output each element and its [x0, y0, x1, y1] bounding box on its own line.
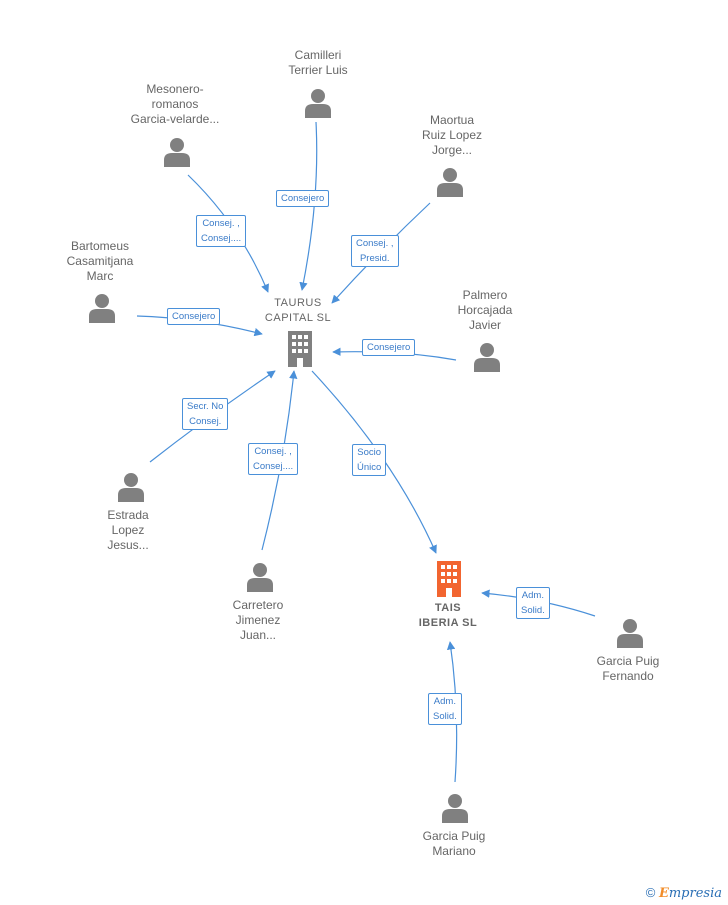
person-label-carretero[interactable]: Carretero Jimenez Juan... — [232, 598, 284, 642]
person-icon[interactable] — [437, 168, 463, 197]
brand-initial: E — [658, 886, 669, 901]
person-label-bartomeus[interactable]: Bartomeus Casamitjana Marc — [66, 239, 134, 283]
person-icon[interactable] — [442, 794, 468, 823]
building-icon[interactable] — [288, 331, 312, 367]
copyright-icon: © — [645, 885, 656, 900]
edge-label-estrada: Secr. No Consej. — [182, 398, 229, 430]
person-label-maortua[interactable]: Maortua Ruiz Lopez Jorge... — [421, 113, 483, 157]
person-label-mesonero[interactable]: Mesonero- romanos Garcia-velarde... — [130, 82, 220, 126]
person-icon[interactable] — [474, 343, 500, 372]
edge-label-garcia-fernando: Adm. Solid. — [516, 587, 550, 619]
person-label-palmero[interactable]: Palmero Horcajada Javier — [457, 288, 513, 332]
person-label-garcia-fernando[interactable]: Garcia Puig Fernando — [596, 654, 660, 683]
edge-label-camilleri: Consejero — [276, 190, 330, 207]
building-highlight-icon[interactable] — [437, 561, 461, 597]
company-label-taurus[interactable]: TAURUS CAPITAL SL — [264, 297, 332, 324]
edge-label-bartomeus: Consejero — [167, 308, 221, 325]
person-icon[interactable] — [164, 138, 190, 167]
person-label-estrada[interactable]: Estrada Lopez Jesus... — [107, 508, 149, 552]
company-label-tais[interactable]: TAIS IBERIA SL — [418, 602, 478, 629]
person-icon[interactable] — [118, 473, 144, 502]
person-icon[interactable] — [305, 89, 331, 118]
edge-label-socio: Socio Único — [352, 444, 387, 476]
person-icon[interactable] — [617, 619, 643, 648]
edge-label-palmero: Consejero — [362, 339, 416, 356]
person-icon[interactable] — [247, 563, 273, 592]
person-label-garcia-mariano[interactable]: Garcia Puig Mariano — [422, 829, 486, 858]
brand-name: mpresia — [668, 886, 722, 901]
person-label-camilleri[interactable]: Camilleri Terrier Luis — [288, 48, 348, 77]
person-icon[interactable] — [89, 294, 115, 323]
edge-label-mesonero: Consej. , Consej.... — [196, 215, 247, 247]
empresia-watermark: © Empresia — [646, 885, 722, 901]
edge-label-garcia-mariano: Adm. Solid. — [428, 693, 462, 725]
edge-label-maortua: Consej. , Presid. — [351, 235, 399, 267]
edge-label-carretero: Consej. , Consej.... — [248, 443, 299, 475]
